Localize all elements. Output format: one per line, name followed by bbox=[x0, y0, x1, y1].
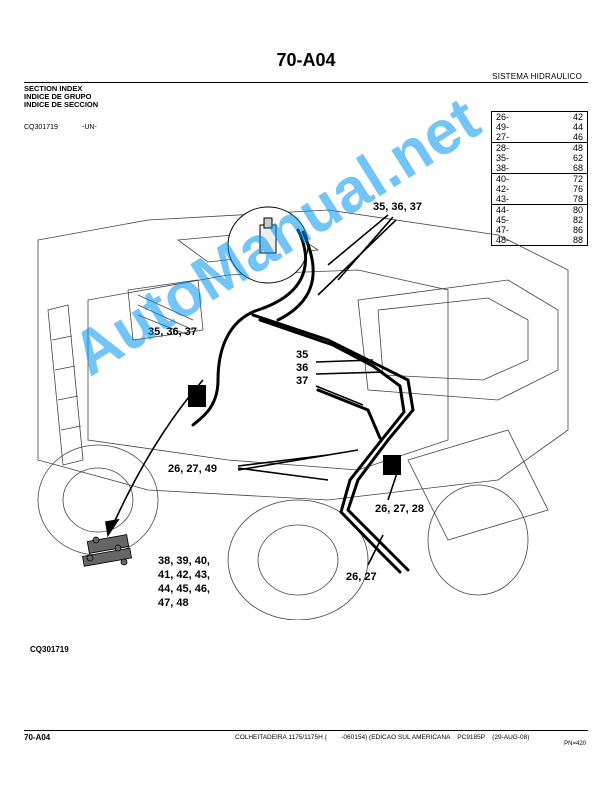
reference-page: 48 bbox=[572, 143, 583, 153]
reference-key: 38- bbox=[491, 163, 544, 174]
reference-row: 28- 48 bbox=[492, 143, 588, 154]
reference-key: 48- bbox=[496, 235, 510, 245]
reference-key: 49- bbox=[496, 122, 510, 132]
reference-row: 40- 72 bbox=[492, 174, 588, 185]
hose-lines bbox=[191, 228, 415, 574]
reference-key: 28- bbox=[496, 143, 510, 153]
un-tag: -UN- bbox=[82, 124, 97, 131]
valve-detail bbox=[227, 206, 309, 284]
reference-row: 49- 44 bbox=[492, 122, 588, 132]
reference-page: 82 bbox=[572, 215, 583, 225]
callout-37: 37 bbox=[296, 375, 308, 387]
valve-block bbox=[188, 385, 401, 475]
reference-page: 62 bbox=[572, 153, 583, 163]
callout-26-27: 26, 27 bbox=[346, 571, 377, 583]
callout-parts-line3: 44, 45, 46, bbox=[158, 583, 210, 595]
section-index-label: SECTION INDEX bbox=[24, 84, 83, 93]
image-code: CQ301719 bbox=[24, 124, 58, 131]
callout-parts-line2: 41, 42, 43, bbox=[158, 569, 210, 581]
callout-36: 36 bbox=[296, 362, 308, 374]
reference-key: 47- bbox=[496, 225, 510, 235]
reference-key: 44- bbox=[496, 205, 510, 215]
indice-seccion-label: INDICE DE SECCION bbox=[24, 100, 99, 109]
callout-35-36-37-top: 35, 36, 37 bbox=[373, 201, 422, 213]
reference-key: 26- bbox=[496, 112, 510, 122]
reference-row: 27-46 bbox=[491, 132, 588, 143]
bottom-divider bbox=[24, 730, 588, 731]
reference-page: 68 bbox=[543, 163, 588, 174]
footer-page-number: 70-A04 bbox=[24, 733, 51, 742]
reference-row: 35- 62 bbox=[492, 153, 588, 163]
reference-row: 48- 88 bbox=[492, 235, 588, 246]
callout-parts-line4: 47, 48 bbox=[158, 597, 189, 609]
reference-row: 44- 80 bbox=[492, 205, 588, 216]
reference-page: 86 bbox=[572, 225, 583, 235]
top-divider bbox=[24, 82, 588, 83]
reference-row: 42- 76 bbox=[492, 184, 588, 194]
reference-page: 88 bbox=[572, 235, 583, 245]
reference-row: 38-68 bbox=[491, 163, 588, 174]
section-name: SISTEMA HIDRAULICO bbox=[492, 72, 582, 81]
indice-grupo-label: INDICE DE GRUPO bbox=[24, 92, 92, 101]
footer-document-info: COLHEITADEIRA 1175/1175H ( -060154) (EDI… bbox=[235, 734, 530, 741]
reference-key: 40- bbox=[496, 174, 510, 184]
reference-page: 46 bbox=[543, 132, 588, 143]
reference-page: 44 bbox=[572, 122, 583, 132]
reference-key: 42- bbox=[496, 184, 510, 194]
reference-page: 76 bbox=[572, 184, 583, 194]
footer-pn: PN=420 bbox=[564, 741, 586, 747]
reference-key: 43- bbox=[491, 194, 544, 205]
reference-page: 72 bbox=[572, 174, 583, 184]
parts-cluster bbox=[82, 534, 132, 567]
reference-page: 78 bbox=[543, 194, 588, 205]
combine-harvester-illustration: 35, 36, 37 35, 36, 37 35 36 37 26, 27, 4… bbox=[37, 201, 569, 620]
callout-26-27-28: 26, 27, 28 bbox=[375, 503, 424, 515]
callout-35: 35 bbox=[296, 349, 308, 361]
callout-26-27-49: 26, 27, 49 bbox=[168, 463, 217, 475]
reference-row: 26- 42 bbox=[492, 112, 588, 123]
callout-35-36-37-left: 35, 36, 37 bbox=[148, 326, 197, 338]
reference-row: 43-78 bbox=[491, 194, 588, 205]
reference-key: 35- bbox=[496, 153, 510, 163]
caption-code: CQ301719 bbox=[30, 645, 69, 654]
reference-key: 27- bbox=[491, 132, 544, 143]
reference-page: 42 bbox=[572, 112, 583, 122]
reference-row: 45- 82 bbox=[492, 215, 588, 225]
reference-row: 47- 86 bbox=[492, 225, 588, 235]
reference-page: 80 bbox=[572, 205, 583, 215]
page-title: 70-A04 bbox=[276, 50, 336, 70]
callout-parts-line1: 38, 39, 40, bbox=[158, 555, 210, 567]
reference-key: 45- bbox=[496, 215, 510, 225]
